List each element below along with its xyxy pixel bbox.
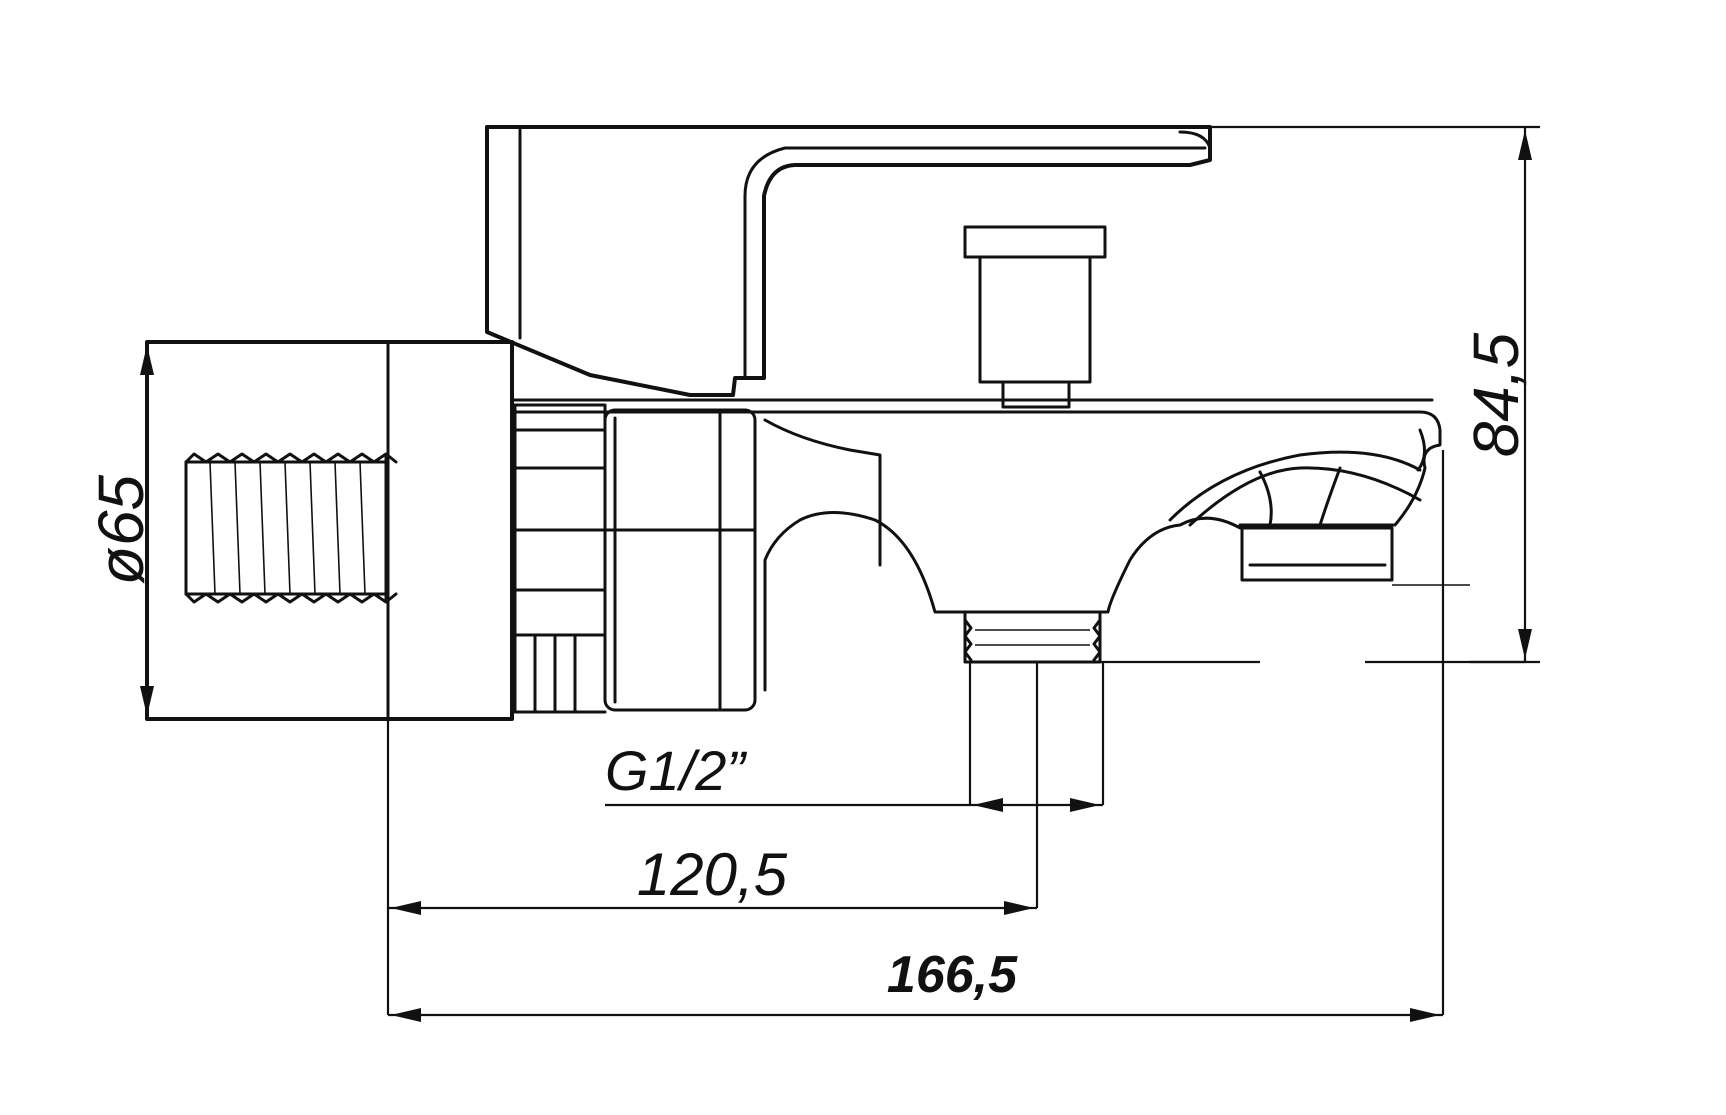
dimension-thread — [605, 662, 1105, 812]
outlet-thread — [963, 610, 1102, 664]
inlet-thread — [184, 452, 398, 604]
dimension-height-label: 84,5 — [1460, 332, 1532, 457]
coupling-nut — [513, 403, 607, 714]
dimension-height — [1210, 125, 1540, 664]
dimension-diameter-label: ø65 — [85, 474, 157, 585]
lever-handle — [485, 125, 1212, 397]
dimension-outlet-offset-label: 120,5 — [637, 841, 788, 908]
spout — [758, 410, 1442, 692]
dimension-diameter — [140, 342, 154, 719]
mixer-body — [510, 398, 1434, 712]
wall-flange — [145, 340, 514, 721]
aerator — [1240, 526, 1470, 586]
dimension-overall-length-label: 166,5 — [887, 946, 1018, 1004]
diverter-knob — [963, 225, 1107, 409]
dimension-thread-label: G1/2” — [605, 739, 747, 802]
dimension-outlet-offset — [386, 662, 1039, 1015]
dimension-overall-length — [388, 450, 1445, 1022]
